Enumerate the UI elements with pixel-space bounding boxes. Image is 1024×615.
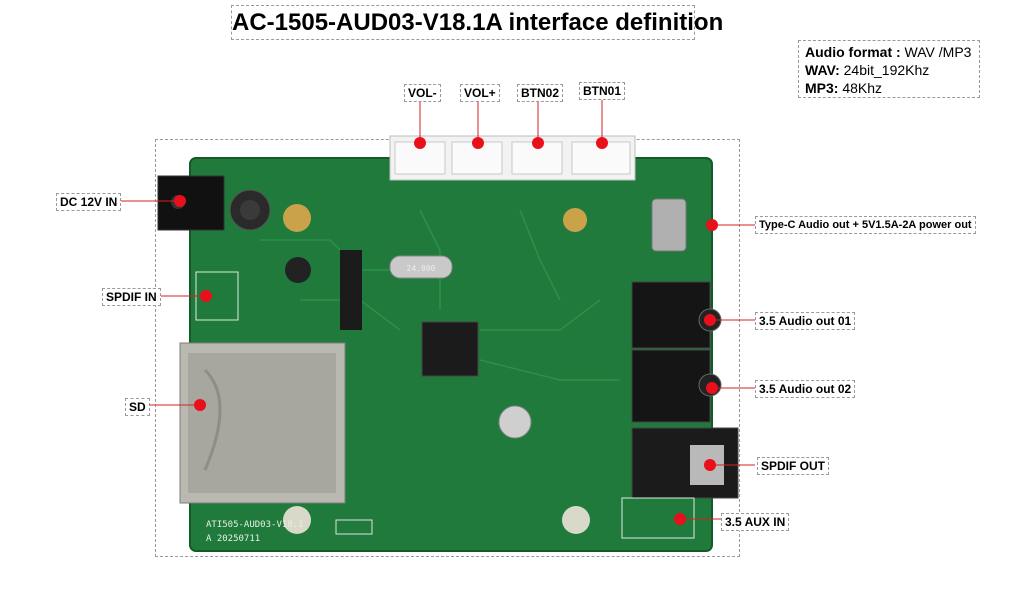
audio-format-info: Audio format : WAV /MP3 WAV: 24bit_192Kh… [798,40,980,98]
audio-jack-02 [631,349,711,423]
label-out01: 3.5 Audio out 01 [755,312,856,330]
inductor [285,257,311,283]
crystal [389,255,453,279]
label-dc-in: DC 12V IN [56,193,122,211]
audio-jack-01 [631,281,711,349]
label-btn02: BTN02 [517,84,564,102]
marker-spdif-in [200,290,212,302]
sd-card-slot [179,342,346,504]
main-chip [421,321,479,377]
mounting-hole-4 [562,506,590,534]
mounting-hole-3 [283,506,311,534]
mp3-line: MP3: 48Khz [805,79,973,97]
label-out02: 3.5 Audio out 02 [755,380,856,398]
bottom-header [335,519,373,535]
mp3-value: 48Khz [842,80,883,96]
label-vol-plus: VOL+ [460,84,500,102]
page-title: AC-1505-AUD03-V18.1A interface definitio… [231,5,723,40]
label-spdif-in: SPDIF IN [102,288,161,306]
marker-aux-in [674,513,686,525]
mounting-hole [283,204,311,232]
crystal-label: 24.000 [407,264,436,273]
wav-label: WAV: [805,62,840,78]
capacitor-2 [498,405,532,439]
label-spdif-out: SPDIF OUT [757,457,830,475]
label-aux-in: 3.5 AUX IN [721,513,790,531]
marker-typec [706,219,718,231]
marker-spdif-out [704,459,716,471]
audio-format-line: Audio format : WAV /MP3 [805,43,973,61]
marker-out01 [704,314,716,326]
label-sd: SD [125,398,150,416]
marker-out02 [706,382,718,394]
label-typec: Type-C Audio out + 5V1.5A-2A power out [755,216,976,234]
format-label: Audio format : [805,44,901,60]
label-btn01: BTN01 [579,82,626,100]
wav-line: WAV: 24bit_192Khz [805,61,973,79]
marker-btn02 [532,137,544,149]
aux-in-footprint [621,497,695,539]
board-date-silkscreen: A 20250711 [206,534,260,544]
mp3-label: MP3: [805,80,839,96]
marker-sd [194,399,206,411]
board-name-silkscreen: ATI505-AUD03-V18.1 [206,520,304,530]
mounting-hole-2 [563,208,587,232]
wav-value: 24bit_192Khz [843,62,930,78]
leader-lines [120,99,755,520]
format-value: WAV /MP3 [904,44,972,60]
marker-dc-in [174,195,186,207]
markers [174,137,718,525]
marker-btn01 [596,137,608,149]
label-vol-minus: VOL- [404,84,441,102]
ic-column [340,250,362,330]
marker-vol-plus [472,137,484,149]
marker-vol-minus [414,137,426,149]
type-c-port [651,198,687,252]
dc-jack [157,175,225,231]
